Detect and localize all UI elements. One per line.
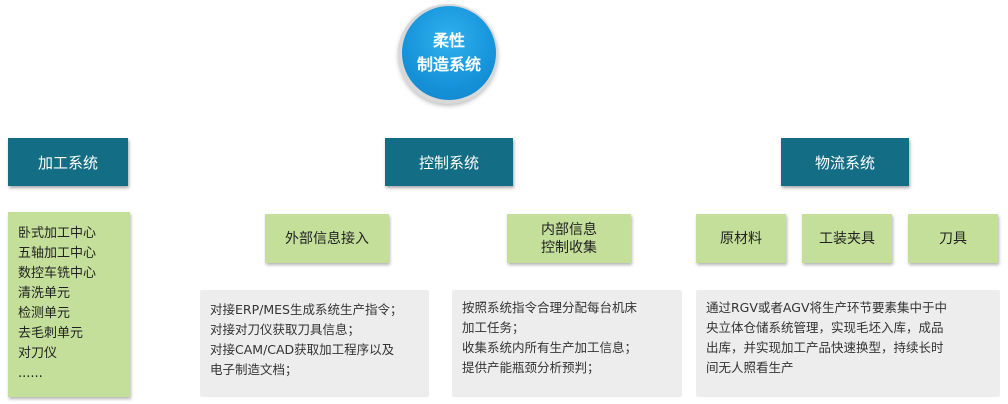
description-line: 收集系统内所有生产加工信息； <box>462 340 638 355</box>
list-item: 卧式加工中心 <box>18 226 97 241</box>
category-processing-label: 加工系统 <box>37 153 98 172</box>
category-logistics: 物流系统 <box>781 138 909 186</box>
raw-material-label: 原材料 <box>720 230 762 247</box>
list-item: 五轴加工中心 <box>18 246 97 261</box>
description-line: 通过RGV或者AGV将生产环节要素集中于中 <box>706 300 947 315</box>
description-line: 对接对刀仪获取刀具信息； <box>210 322 361 337</box>
root-label-line1: 柔性 <box>432 31 465 50</box>
description-line: 间无人照看生产 <box>706 360 794 375</box>
root-label-line2: 制造系统 <box>416 55 481 74</box>
internal-info-description: 按照系统指令合理分配每台机床 加工任务； 收集系统内所有生产加工信息； 提供产能… <box>452 290 682 397</box>
tools-box: 刀具 <box>908 214 998 263</box>
internal-info-box: 内部信息 控制收集 <box>507 214 631 263</box>
description-line: 对接CAM/CAD获取加工程序以及 <box>210 342 395 357</box>
raw-material-box: 原材料 <box>696 214 786 263</box>
description-line: 央立体仓储系统管理，实现毛坯入库，成品 <box>706 320 944 335</box>
category-processing: 加工系统 <box>8 138 128 186</box>
category-control: 控制系统 <box>385 138 513 186</box>
list-item: 对刀仪 <box>18 346 58 361</box>
list-item: 检测单元 <box>18 306 71 321</box>
category-logistics-label: 物流系统 <box>814 153 875 172</box>
list-item: 清洗单元 <box>18 286 71 301</box>
description-line: 提供产能瓶颈分析预判； <box>462 360 600 375</box>
fixtures-box: 工装夹具 <box>802 214 892 263</box>
internal-info-label-line2: 控制收集 <box>541 239 597 256</box>
list-item: 去毛刺单元 <box>18 326 84 341</box>
external-info-description: 对接ERP/MES生成系统生产指令； 对接对刀仪获取刀具信息； 对接CAM/CA… <box>200 290 429 397</box>
fixtures-label: 工装夹具 <box>819 230 875 247</box>
processing-equipment-list: 卧式加工中心 五轴加工中心 数控车铣中心 清洗单元 检测单元 去毛刺单元 对刀仪… <box>8 212 130 397</box>
tools-label: 刀具 <box>939 230 967 247</box>
description-line: 电子制造文档； <box>210 362 298 377</box>
external-info-label: 外部信息接入 <box>285 230 369 247</box>
description-line: 加工任务； <box>462 320 525 335</box>
list-item: ...... <box>18 366 43 381</box>
list-item: 数控车铣中心 <box>18 266 97 281</box>
description-line: 按照系统指令合理分配每台机床 <box>462 300 638 315</box>
category-control-label: 控制系统 <box>418 153 479 172</box>
external-info-box: 外部信息接入 <box>265 214 389 263</box>
description-line: 出库，并实现加工产品快速换型，持续长时 <box>706 340 944 355</box>
description-line: 对接ERP/MES生成系统生产指令； <box>210 302 403 317</box>
root-node: 柔性 制造系统 <box>402 6 496 100</box>
internal-info-label-line1: 内部信息 <box>541 221 597 238</box>
logistics-description: 通过RGV或者AGV将生产环节要素集中于中 央立体仓储系统管理，实现毛坯入库，成… <box>696 290 1000 397</box>
